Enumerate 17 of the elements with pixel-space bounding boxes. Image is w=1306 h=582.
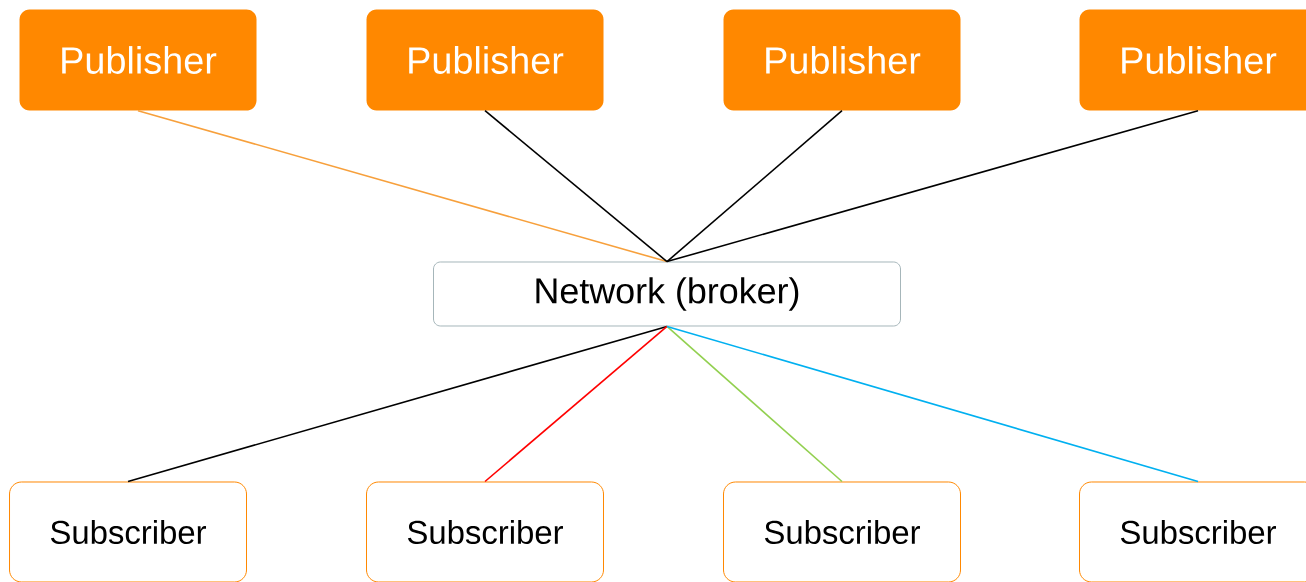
publisher-box: Publisher [1079,9,1306,111]
broker-box: Network (broker) [433,261,901,327]
connector-line [137,109,668,263]
connector-line [666,325,1199,483]
subscriber-box: Subscriber [366,481,604,582]
connector-line [666,109,1199,263]
publisher-box: Publisher [366,9,604,111]
subscriber-box: Subscriber [9,481,247,582]
subscriber-box: Subscriber [723,481,961,582]
connector-line [484,325,668,483]
connector-line [127,325,668,483]
publisher-box: Publisher [19,9,257,111]
connector-line [666,109,843,263]
connector-line [484,109,668,263]
subscriber-box: Subscriber [1079,481,1306,582]
publisher-box: Publisher [723,9,961,111]
connector-line [666,325,843,483]
